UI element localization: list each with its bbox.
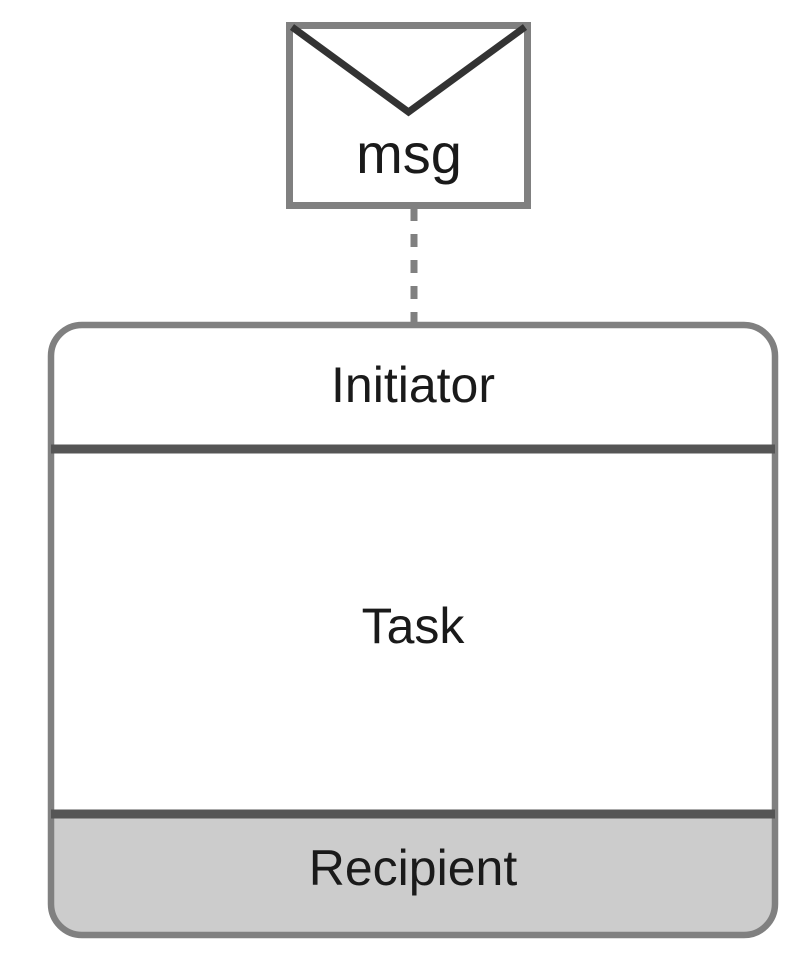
message-node-label: msg <box>356 122 462 185</box>
task-header-label: Initiator <box>331 357 495 413</box>
task-body-label: Task <box>361 598 465 654</box>
task-footer-label: Recipient <box>308 840 518 896</box>
envelope-fold-icon <box>289 24 528 117</box>
task-body-fill <box>51 325 775 935</box>
recipient-band-fill <box>51 815 775 935</box>
task-node[interactable] <box>47 321 779 939</box>
task-outline <box>47 321 779 939</box>
message-node[interactable] <box>286 22 531 209</box>
